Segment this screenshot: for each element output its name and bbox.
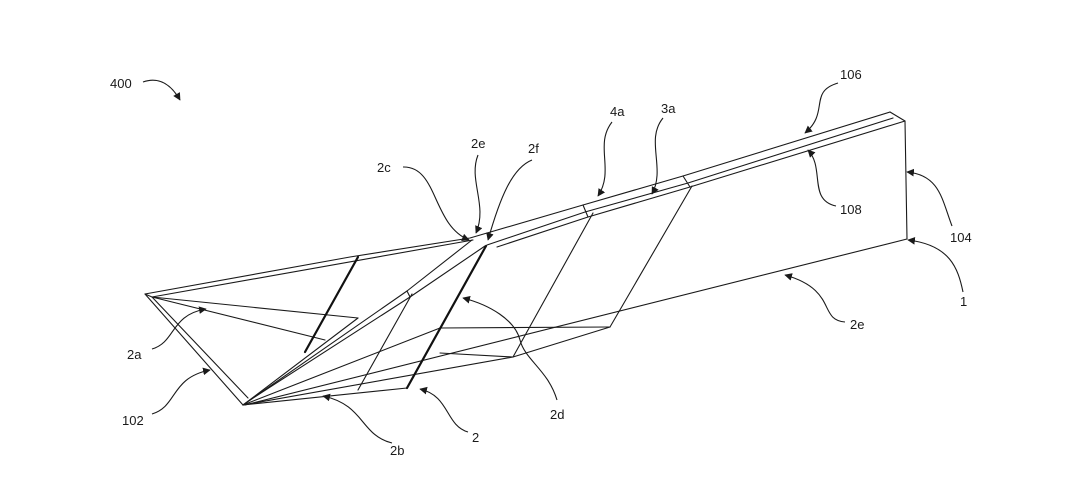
interior-line-c xyxy=(609,185,693,328)
leader-400 xyxy=(142,79,181,101)
leader-2e-top xyxy=(474,154,483,234)
crease-right xyxy=(405,244,488,390)
leader-104 xyxy=(906,168,953,227)
label-104: 104 xyxy=(950,230,972,245)
leader-3a xyxy=(651,117,664,195)
label-2d: 2d xyxy=(550,407,564,422)
top-edge-mid xyxy=(486,117,894,246)
leader-2 xyxy=(419,386,469,433)
label-2c: 2c xyxy=(377,160,391,175)
ridge-outer xyxy=(242,239,473,406)
front-edge-left-inner xyxy=(151,296,249,399)
leader-106 xyxy=(804,82,839,134)
label-400: 400 xyxy=(110,76,132,91)
apex-line-2 xyxy=(151,296,359,319)
leader-lines xyxy=(142,79,964,444)
leader-1 xyxy=(907,237,964,293)
label-106: 106 xyxy=(840,67,862,82)
leader-2a xyxy=(151,306,207,350)
leader-2e-bottom xyxy=(784,273,846,323)
label-1: 1 xyxy=(960,294,967,309)
leader-102 xyxy=(151,367,211,415)
leader-2b xyxy=(322,393,393,444)
fan-line-2 xyxy=(242,327,441,406)
label-4a: 4a xyxy=(610,104,625,119)
interior-horizontal xyxy=(439,326,611,329)
label-102: 102 xyxy=(122,413,144,428)
label-2e-top: 2e xyxy=(471,136,485,151)
label-2: 2 xyxy=(472,430,479,445)
label-2b: 2b xyxy=(390,443,404,458)
apex-line-1 xyxy=(151,239,474,298)
strip-divider-2 xyxy=(682,175,691,188)
right-cap-top xyxy=(889,111,906,122)
apex-line-3 xyxy=(151,296,326,341)
front-edge-left xyxy=(144,293,244,406)
fan-line-3 xyxy=(242,356,514,406)
right-edge xyxy=(904,120,908,240)
interior-line-d xyxy=(357,293,413,391)
label-3a: 3a xyxy=(661,101,676,116)
strip-divider-1 xyxy=(582,204,589,218)
leader-2f xyxy=(486,159,533,241)
leader-108 xyxy=(807,149,837,207)
reference-labels: 400 106 108 104 1 4a 3a 2e 2f 2c 2e 2d 2… xyxy=(110,67,972,458)
front-cap xyxy=(144,293,153,298)
object-drawing xyxy=(144,111,908,406)
top-edge-outer xyxy=(144,111,891,295)
leader-2c xyxy=(402,166,470,241)
ridge-cap xyxy=(406,290,411,298)
interior-line-a xyxy=(439,326,611,358)
label-2f: 2f xyxy=(528,141,539,156)
label-108: 108 xyxy=(840,202,862,217)
top-edge-inner xyxy=(496,120,906,248)
leader-4a xyxy=(597,121,613,197)
interior-line-b xyxy=(512,212,594,358)
fan-line-1 xyxy=(242,317,359,406)
label-2e-bottom: 2e xyxy=(850,317,864,332)
leader-2d xyxy=(462,296,558,401)
bottom-edge-long xyxy=(244,238,908,406)
crease-left xyxy=(303,255,360,354)
label-2a: 2a xyxy=(127,347,142,362)
